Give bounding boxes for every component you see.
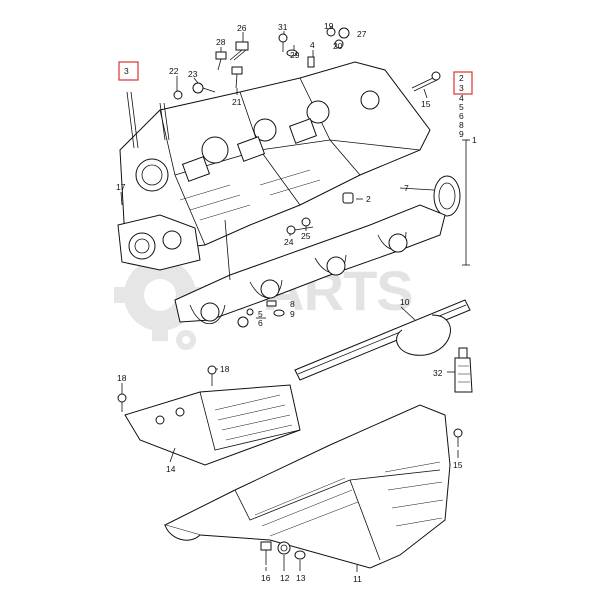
callout-15-upper: 15	[421, 99, 431, 109]
callout-3-left: 3	[124, 66, 129, 76]
callout-32: 32	[433, 368, 443, 378]
drain-plug-12	[277, 541, 291, 555]
watermark-gear-icon	[114, 249, 206, 350]
highlight-box-left	[118, 61, 139, 81]
callout-18-right: 18	[220, 364, 230, 374]
callout-5: 5	[459, 102, 464, 112]
oil-pan-upper-14	[124, 384, 301, 466]
bolt-24	[286, 225, 314, 235]
callout-labels: 3 2 3 4 5 6 8 9 1 26 31 19 27 28 4 20 29…	[116, 21, 477, 584]
callout-25: 25	[301, 231, 311, 241]
callout-26: 26	[237, 23, 247, 33]
sealant-tube-32	[454, 347, 473, 393]
callout-18-left: 18	[117, 373, 127, 383]
small-parts-5-6-8-9	[237, 300, 285, 328]
callout-8-mid: 8	[290, 299, 295, 309]
callout-2-right: 2	[459, 73, 464, 83]
bolt-28	[215, 51, 227, 71]
bolt-18-right	[207, 365, 217, 386]
callout-11: 11	[353, 574, 362, 584]
long-stud-bolt	[126, 91, 170, 149]
pin-4-top	[307, 56, 315, 68]
highlight-box-right	[453, 71, 473, 95]
plug-2	[342, 192, 354, 204]
callout-29: 29	[290, 50, 300, 60]
callout-28: 28	[216, 37, 226, 47]
callout-2-mid: 2	[366, 194, 371, 204]
bolt-26	[229, 41, 249, 61]
callout-8: 8	[459, 120, 464, 130]
callout-7: 7	[404, 183, 409, 193]
crankcase-upper	[117, 61, 431, 271]
nut-22	[173, 90, 183, 100]
callout-3-right: 3	[459, 83, 464, 93]
bolt-15-upper	[411, 71, 441, 92]
washer-13	[294, 550, 306, 560]
callout-6-mid: 6	[258, 318, 263, 328]
seal-ring-7	[433, 175, 461, 217]
oil-pan-gasket-10	[294, 299, 471, 381]
bolt-18-left	[117, 393, 127, 412]
callout-14: 14	[166, 464, 176, 474]
callout-9: 9	[459, 129, 464, 139]
callout-6: 6	[459, 111, 464, 121]
drain-bolt-16	[260, 541, 272, 565]
callout-12: 12	[280, 573, 290, 583]
callout-17: 17	[116, 182, 126, 192]
nut-19-27	[326, 27, 350, 49]
crankcase-lower-bearing-carrier	[174, 204, 446, 324]
callout-23: 23	[188, 69, 198, 79]
callout-10: 10	[400, 297, 410, 307]
callout-16: 16	[261, 573, 271, 583]
callout-1: 1	[472, 135, 477, 145]
bolt-15-lower	[453, 428, 463, 447]
callout-9-mid: 9	[290, 309, 295, 319]
bolt-21	[231, 66, 243, 89]
washer-29	[286, 49, 298, 57]
oil-pan-lower-11	[163, 404, 451, 569]
callout-13: 13	[296, 573, 306, 583]
callout-22: 22	[169, 66, 179, 76]
callout-24: 24	[284, 237, 294, 247]
callout-5-mid: 5	[258, 309, 263, 319]
callout-15-lower: 15	[453, 460, 463, 470]
callout-4-top: 4	[310, 40, 315, 50]
callout-31: 31	[278, 22, 288, 32]
callout-19: 19	[324, 21, 334, 31]
callout-20: 20	[333, 41, 343, 51]
callout-4: 4	[459, 93, 464, 103]
sensor-23	[192, 82, 216, 94]
bolt-31	[278, 33, 288, 52]
leader-lines	[120, 26, 470, 572]
callout-27: 27	[357, 29, 367, 39]
washer-25	[301, 217, 311, 227]
callout-21: 21	[232, 97, 242, 107]
